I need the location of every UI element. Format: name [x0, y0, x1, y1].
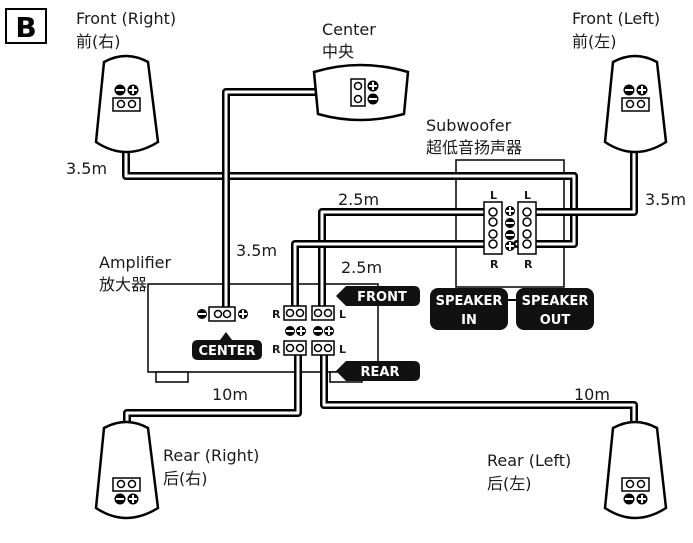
center-pill: CENTER — [192, 332, 262, 360]
amp-rear-r-label: R — [272, 343, 281, 356]
sub-in-l-label: L — [490, 189, 497, 202]
amp-rear-l-label: L — [339, 343, 346, 356]
svg-text:OUT: OUT — [540, 313, 571, 328]
rear-left-speaker — [603, 420, 668, 520]
front-right-label-cn: 前(右) — [76, 32, 121, 51]
sub-in-r-label: R — [490, 258, 499, 271]
speaker-out-pill: SPEAKER OUT — [516, 288, 594, 330]
amp-front-r-label: R — [272, 308, 281, 321]
center-label-cn: 中央 — [322, 42, 354, 61]
cable-length-sub-lower: 2.5m — [341, 258, 382, 277]
rear-right-label-cn: 后(右) — [163, 469, 208, 488]
sub-out-l-label: L — [524, 189, 531, 202]
rear-left-label-cn: 后(左) — [487, 474, 532, 493]
cable-length-center: 3.5m — [236, 241, 277, 260]
sub-out-r-label: R — [524, 258, 533, 271]
svg-text:REAR: REAR — [361, 365, 400, 380]
svg-text:B: B — [15, 11, 36, 44]
rear-right-speaker — [94, 420, 160, 520]
speaker-in-pill: SPEAKER IN — [430, 288, 508, 330]
front-pill: FRONT — [336, 286, 420, 306]
subwoofer-label-cn: 超低音扬声器 — [426, 138, 522, 157]
front-right-label: Front (Right) — [76, 9, 176, 28]
svg-text:CENTER: CENTER — [198, 344, 255, 359]
cable-length-sub-upper: 2.5m — [338, 190, 379, 209]
center-label: Center — [322, 20, 376, 39]
front-left-label: Front (Left) — [572, 9, 660, 28]
amplifier-terminals — [197, 305, 335, 356]
svg-text:FRONT: FRONT — [357, 290, 407, 305]
rear-pill: REAR — [336, 361, 420, 381]
svg-text:SPEAKER: SPEAKER — [436, 294, 503, 309]
svg-text:IN: IN — [461, 313, 477, 328]
front-left-speaker — [603, 54, 668, 154]
svg-text:SPEAKER: SPEAKER — [522, 294, 589, 309]
section-badge: B — [5, 8, 47, 44]
subwoofer-label: Subwoofer — [426, 116, 512, 135]
center-speaker — [312, 63, 410, 122]
cable-length-front-right: 3.5m — [66, 159, 107, 178]
front-left-label-cn: 前(左) — [572, 32, 617, 51]
subwoofer-terminals — [483, 201, 537, 255]
cable-length-rear-left: 10m — [574, 385, 610, 404]
amplifier-label-cn: 放大器 — [99, 275, 147, 294]
rear-left-label: Rear (Left) — [487, 451, 571, 470]
cable-length-front-left: 3.5m — [645, 190, 686, 209]
amp-front-l-label: L — [339, 308, 346, 321]
cable-length-rear-right: 10m — [212, 385, 248, 404]
amplifier-label: Amplifier — [99, 253, 172, 272]
rear-right-label: Rear (Right) — [163, 446, 259, 465]
front-right-speaker — [94, 54, 160, 154]
